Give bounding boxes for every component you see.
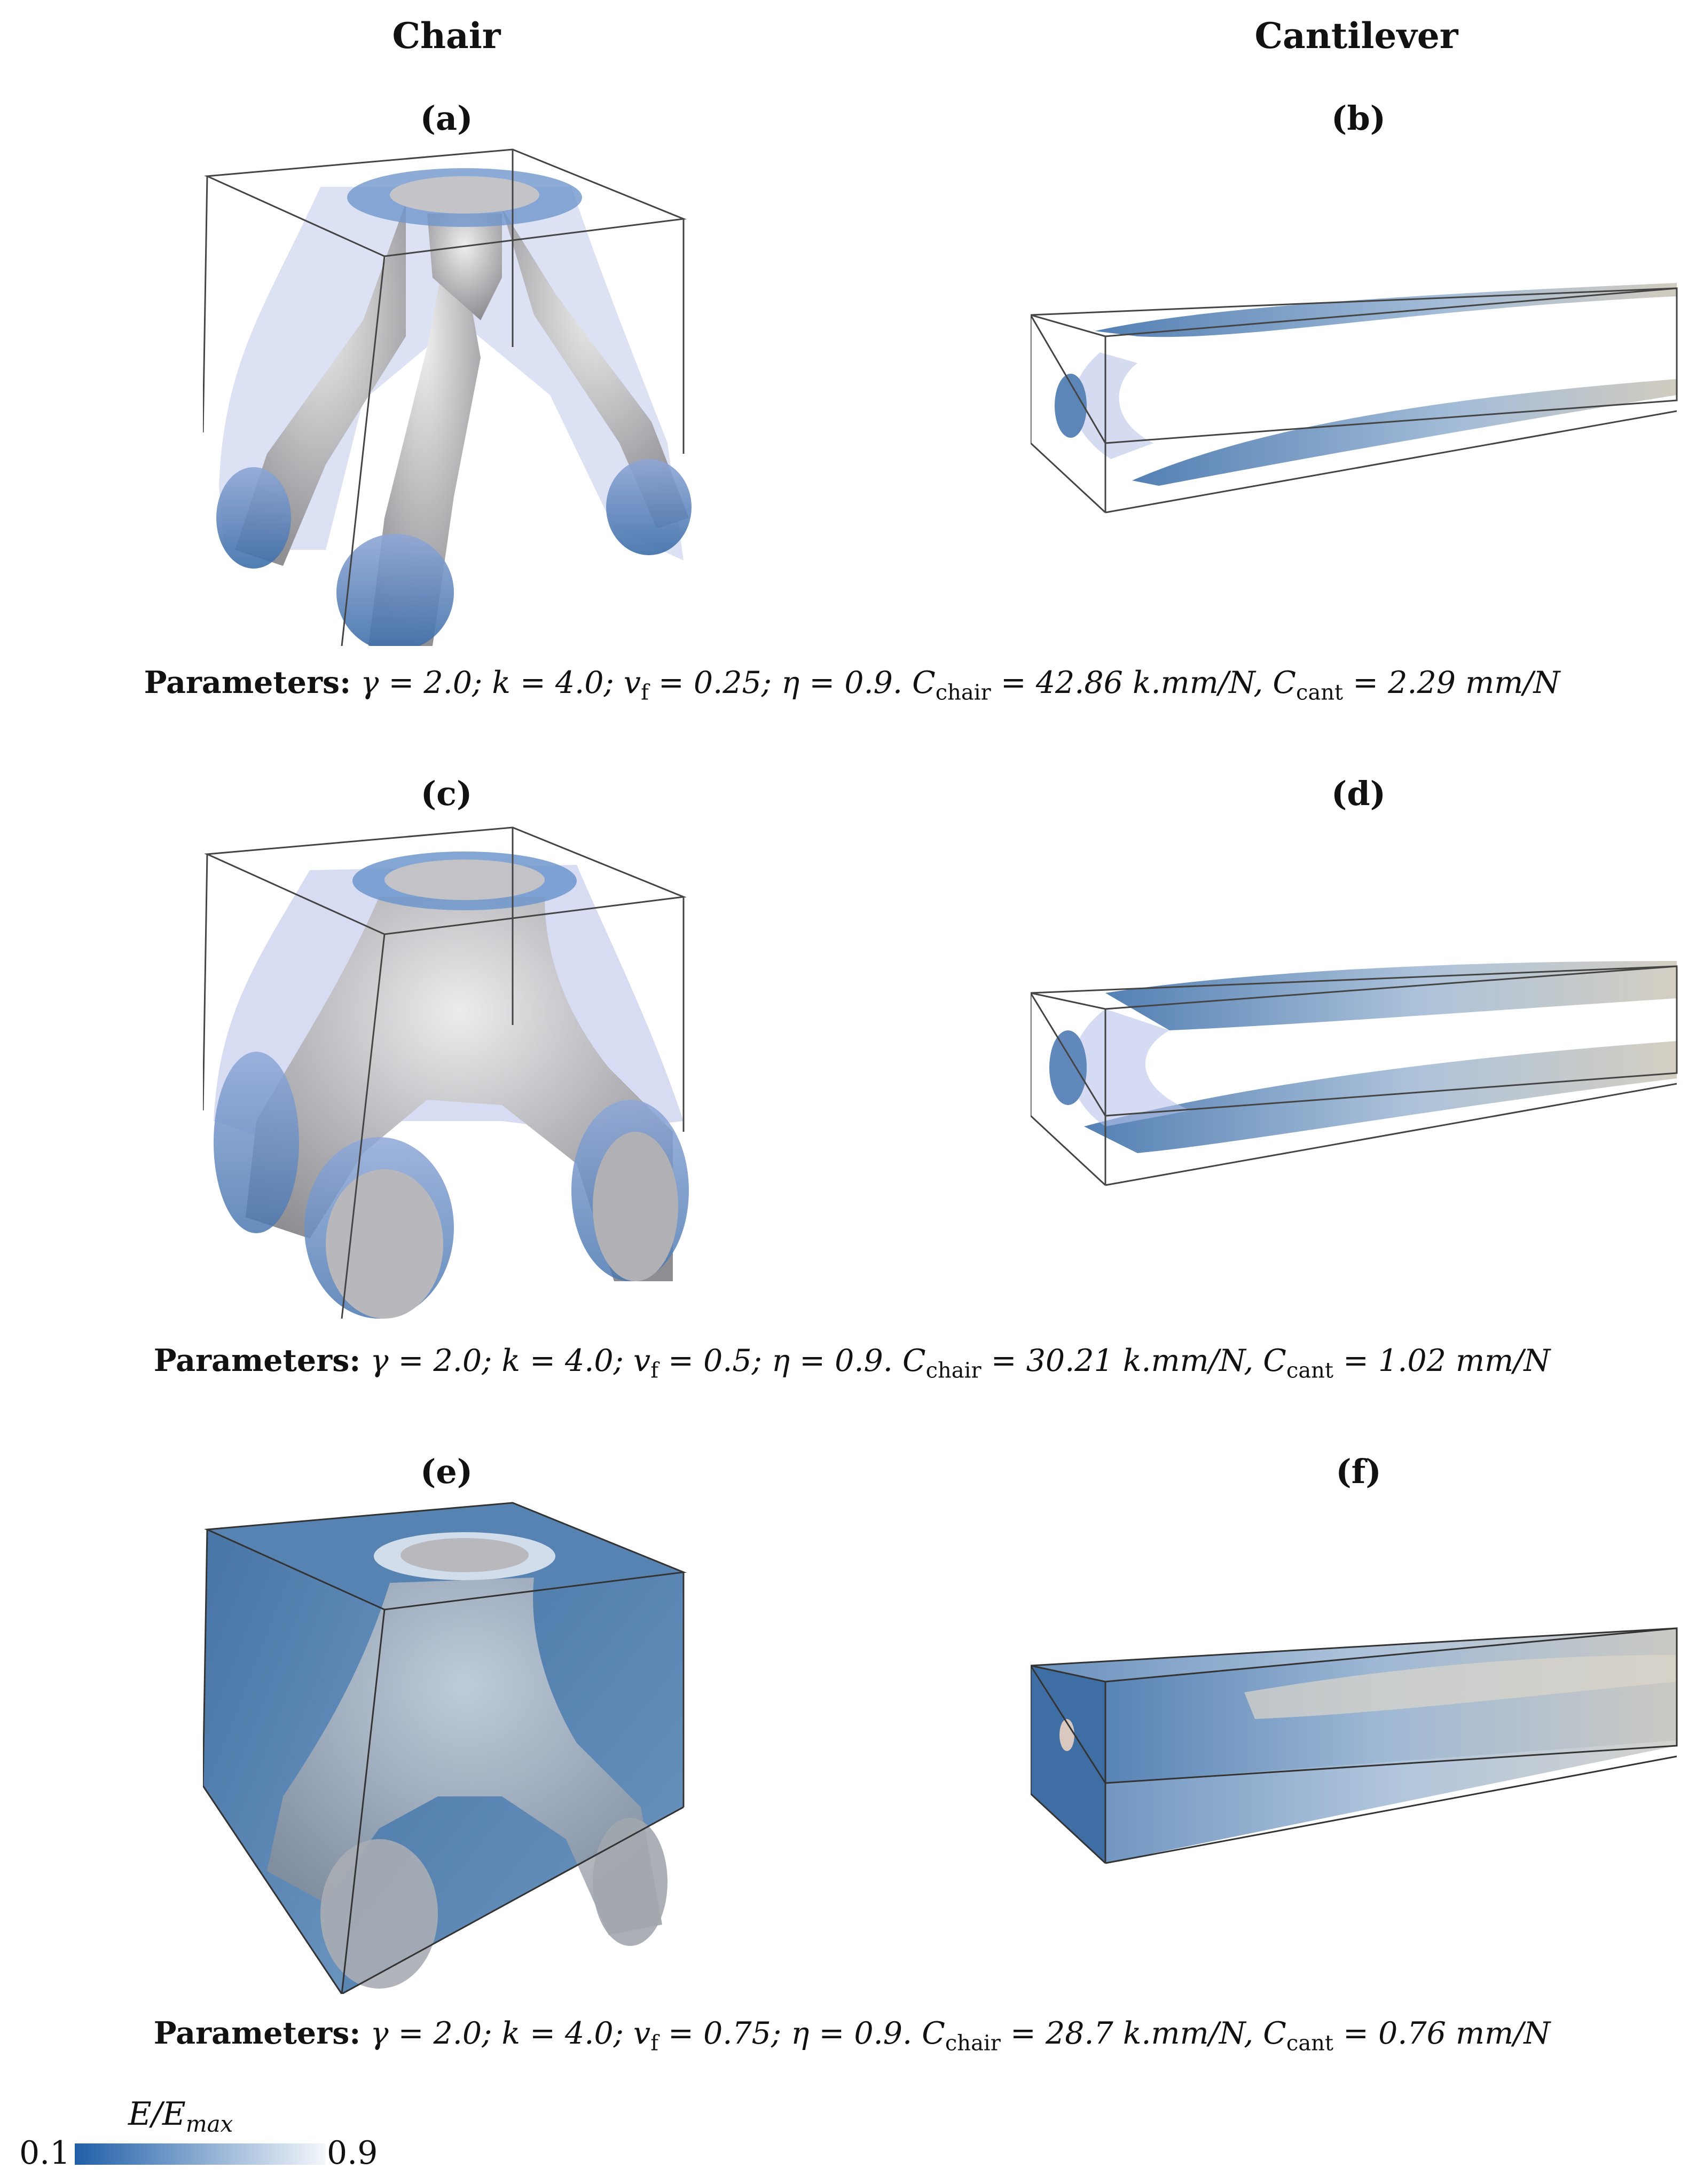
colorbar-min-label: 0.1 [19,2134,70,2172]
params-label: Parameters: [144,665,351,700]
panel-label-a: (a) [420,99,473,138]
panel-label-f: (f) [1336,1452,1381,1491]
params-label: Parameters: [153,2015,361,2051]
colorbar-title: E/Emax [128,2095,233,2137]
panel-label-d: (d) [1331,774,1386,813]
colorbar-gradient [75,2143,326,2165]
chair-render-a [203,144,716,646]
chair-render-c [203,822,716,1319]
column-header-chair: Chair [392,15,501,57]
colorbar-max-label: 0.9 [327,2134,378,2172]
parameters-caption-3: Parameters: γ = 2.0; k = 4.0; vf = 0.75;… [153,2015,1551,2056]
column-header-cantilever: Cantilever [1254,15,1458,57]
cantilever-render-f [1031,1618,1693,1868]
cantilever-render-d [1031,950,1693,1190]
chair-render-e [203,1497,716,1994]
parameters-caption-1: Parameters: γ = 2.0; k = 4.0; vf = 0.25;… [144,665,1560,705]
params-label: Parameters: [153,1343,361,1378]
panel-label-b: (b) [1331,99,1386,138]
cantilever-render-b [1031,267,1693,518]
parameters-caption-2: Parameters: γ = 2.0; k = 4.0; vf = 0.5; … [153,1343,1551,1383]
panel-label-c: (c) [420,774,473,813]
panel-label-e: (e) [420,1452,473,1491]
